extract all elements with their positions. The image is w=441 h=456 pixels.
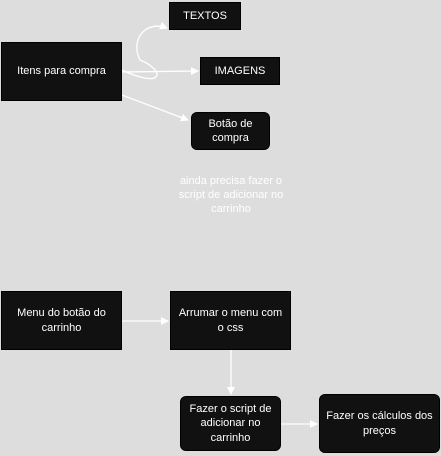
node-itens-label: Itens para compra (17, 65, 106, 78)
node-fazer-os-calculos[interactable]: Fazer os cálculos dos preços (319, 394, 440, 453)
edge-itens-textos (121, 21, 168, 80)
node-menu-label: Menu do botão do carrinho (17, 307, 106, 334)
node-textos[interactable]: TEXTOS (169, 2, 241, 30)
node-textos-label: TEXTOS (183, 9, 227, 22)
node-fazer-o-script[interactable]: Fazer o script de adicionar no carrinho (180, 396, 281, 451)
node-imagens-label: IMAGENS (214, 64, 266, 77)
node-arrumar-o-menu[interactable]: Arrumar o menu com o css (170, 291, 291, 350)
note-ainda-precisa: ainda precisa fazer o script de adiciona… (178, 174, 284, 216)
node-imagens[interactable]: IMAGENS (200, 57, 280, 85)
note-ainda-label: ainda precisa fazer o script de adiciona… (178, 175, 284, 216)
node-arrumar-label: Arrumar o menu com o css (178, 307, 283, 334)
edge-itens-botao (121, 94, 189, 122)
node-menu-do-botao-do-carrinho[interactable]: Menu do botão do carrinho (1, 291, 122, 350)
edge-itens-imagens (121, 67, 199, 76)
node-itens-para-compra[interactable]: Itens para compra (1, 42, 122, 101)
node-script-label: Fazer o script de adicionar no carrinho (189, 403, 272, 444)
node-botao-de-compra[interactable]: Botão de compra (191, 112, 270, 150)
node-botao-label: Botão de compra (208, 117, 253, 144)
node-calculos-label: Fazer os cálculos dos preços (326, 410, 433, 437)
